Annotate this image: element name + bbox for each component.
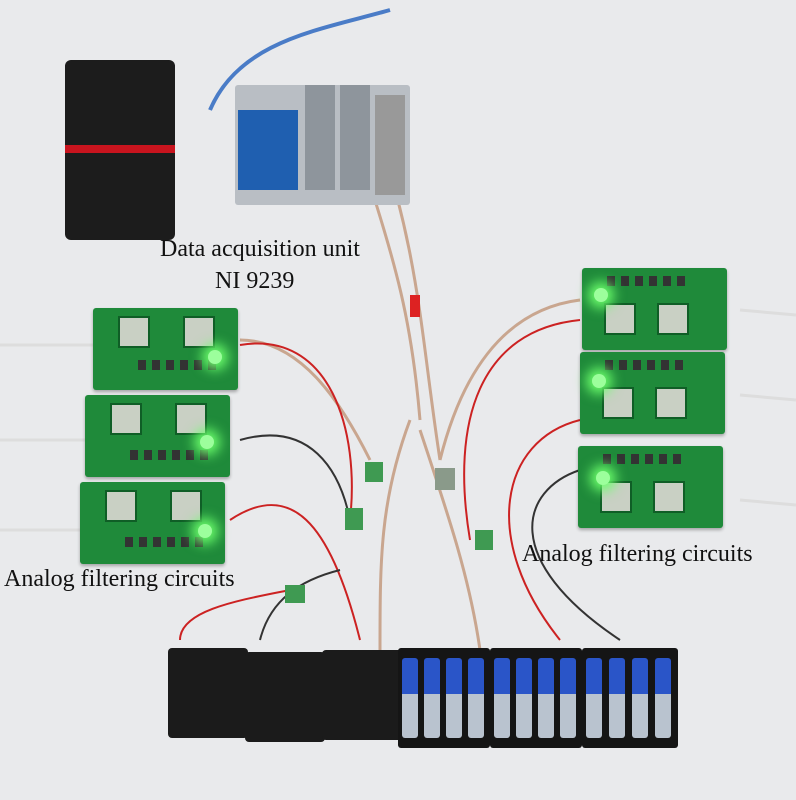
right-circuits-label: Analog filtering circuits xyxy=(522,541,753,567)
filter-circuit-board-right-1 xyxy=(582,268,727,350)
daq-chassis xyxy=(235,85,410,205)
power-supply-box xyxy=(65,60,175,240)
filter-circuit-board-right-3 xyxy=(578,446,723,528)
aa-battery-holder-2 xyxy=(490,648,582,748)
battery-box-3 xyxy=(322,650,402,740)
battery-box-1 xyxy=(168,648,248,738)
battery-box-2 xyxy=(245,652,325,742)
daq-label-line1: Data acquisition unit xyxy=(160,236,360,262)
aa-battery-holder-1 xyxy=(398,648,490,748)
filter-circuit-board-left-3 xyxy=(80,482,225,564)
daq-label-line2: NI 9239 xyxy=(215,268,295,294)
filter-circuit-board-left-2 xyxy=(85,395,230,477)
aa-battery-holder-3 xyxy=(582,648,678,748)
left-circuits-label: Analog filtering circuits xyxy=(4,566,235,592)
filter-circuit-board-right-2 xyxy=(580,352,725,434)
filter-circuit-board-left-1 xyxy=(93,308,238,390)
